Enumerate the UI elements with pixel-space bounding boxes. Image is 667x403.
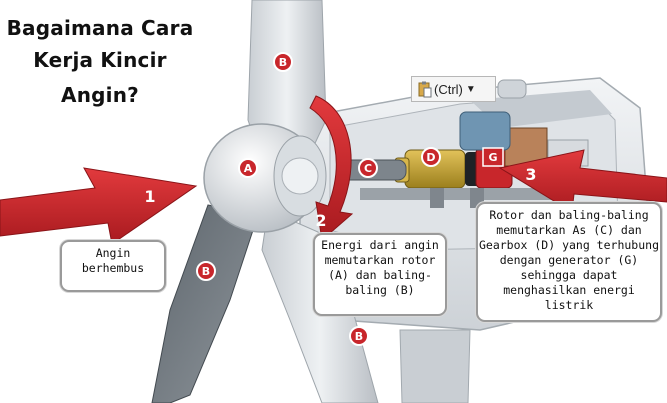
part-label-shaft [358,158,378,178]
motor-unit [459,111,511,151]
label-d: D [426,151,435,164]
part-label-blade-left [196,261,216,281]
arrow-step-3 [498,149,667,213]
label-b-top: B [279,56,287,69]
part-label-blade-right [349,326,369,346]
step-number-2: 2 [315,211,326,230]
part-label-gearbox [421,147,441,167]
title-line-3: Angin? [61,83,139,107]
label-c: C [364,162,372,175]
part-label-blade-top [273,52,293,72]
arrow-step-2 [309,95,354,241]
part-label-generator [482,147,504,167]
arrow-step-1 [0,167,198,245]
paste-options-label: (Ctrl) [434,81,463,97]
step-number-3: 3 [525,165,536,184]
label-g: G [488,151,497,164]
part-label-rotor [238,158,258,178]
label-b-right: B [355,330,363,343]
label-b-left: B [202,265,210,278]
label-a: A [244,162,253,175]
title-line-1: Bagaimana Cara [6,16,194,40]
paste-options-button[interactable]: (Ctrl) ▼ [411,76,496,102]
caption-step-2: Energi dari angin memutarkan rotor (A) d… [313,233,447,316]
clipboard-icon [418,81,432,98]
title-line-2: Kerja Kincir [33,48,167,72]
chevron-down-icon: ▼ [465,83,476,95]
caption-step-1: Angin berhembus [60,240,166,292]
step-number-1: 1 [144,187,155,206]
rotor-hub [203,123,327,233]
caption-step-3: Rotor dan baling-baling memutarkan As (C… [476,202,662,322]
tower [399,329,471,403]
blade-lower-left [151,204,259,403]
